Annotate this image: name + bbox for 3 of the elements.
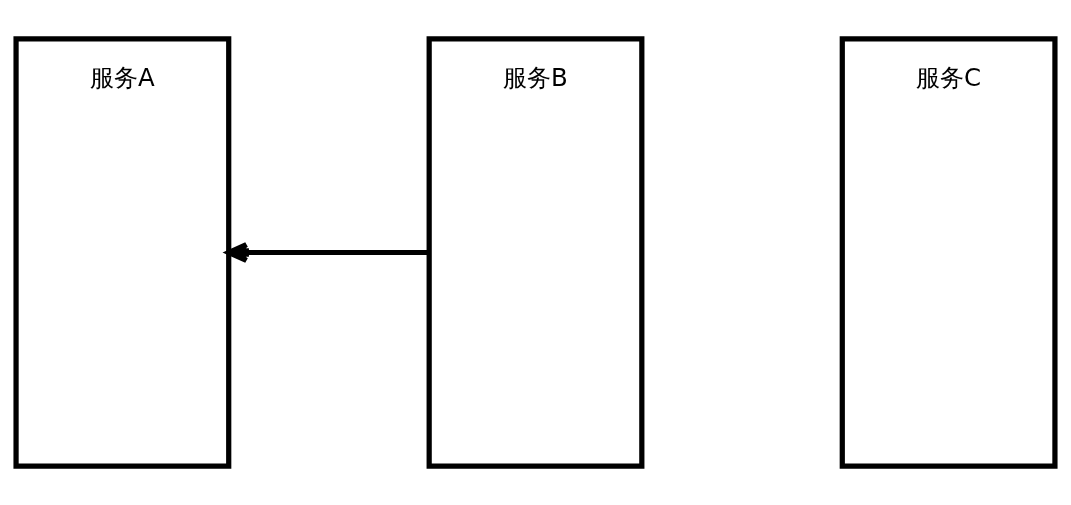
node-box: 服务B xyxy=(426,36,645,469)
node-box: 服务C xyxy=(839,36,1058,469)
node-box: 服务A xyxy=(13,36,232,469)
